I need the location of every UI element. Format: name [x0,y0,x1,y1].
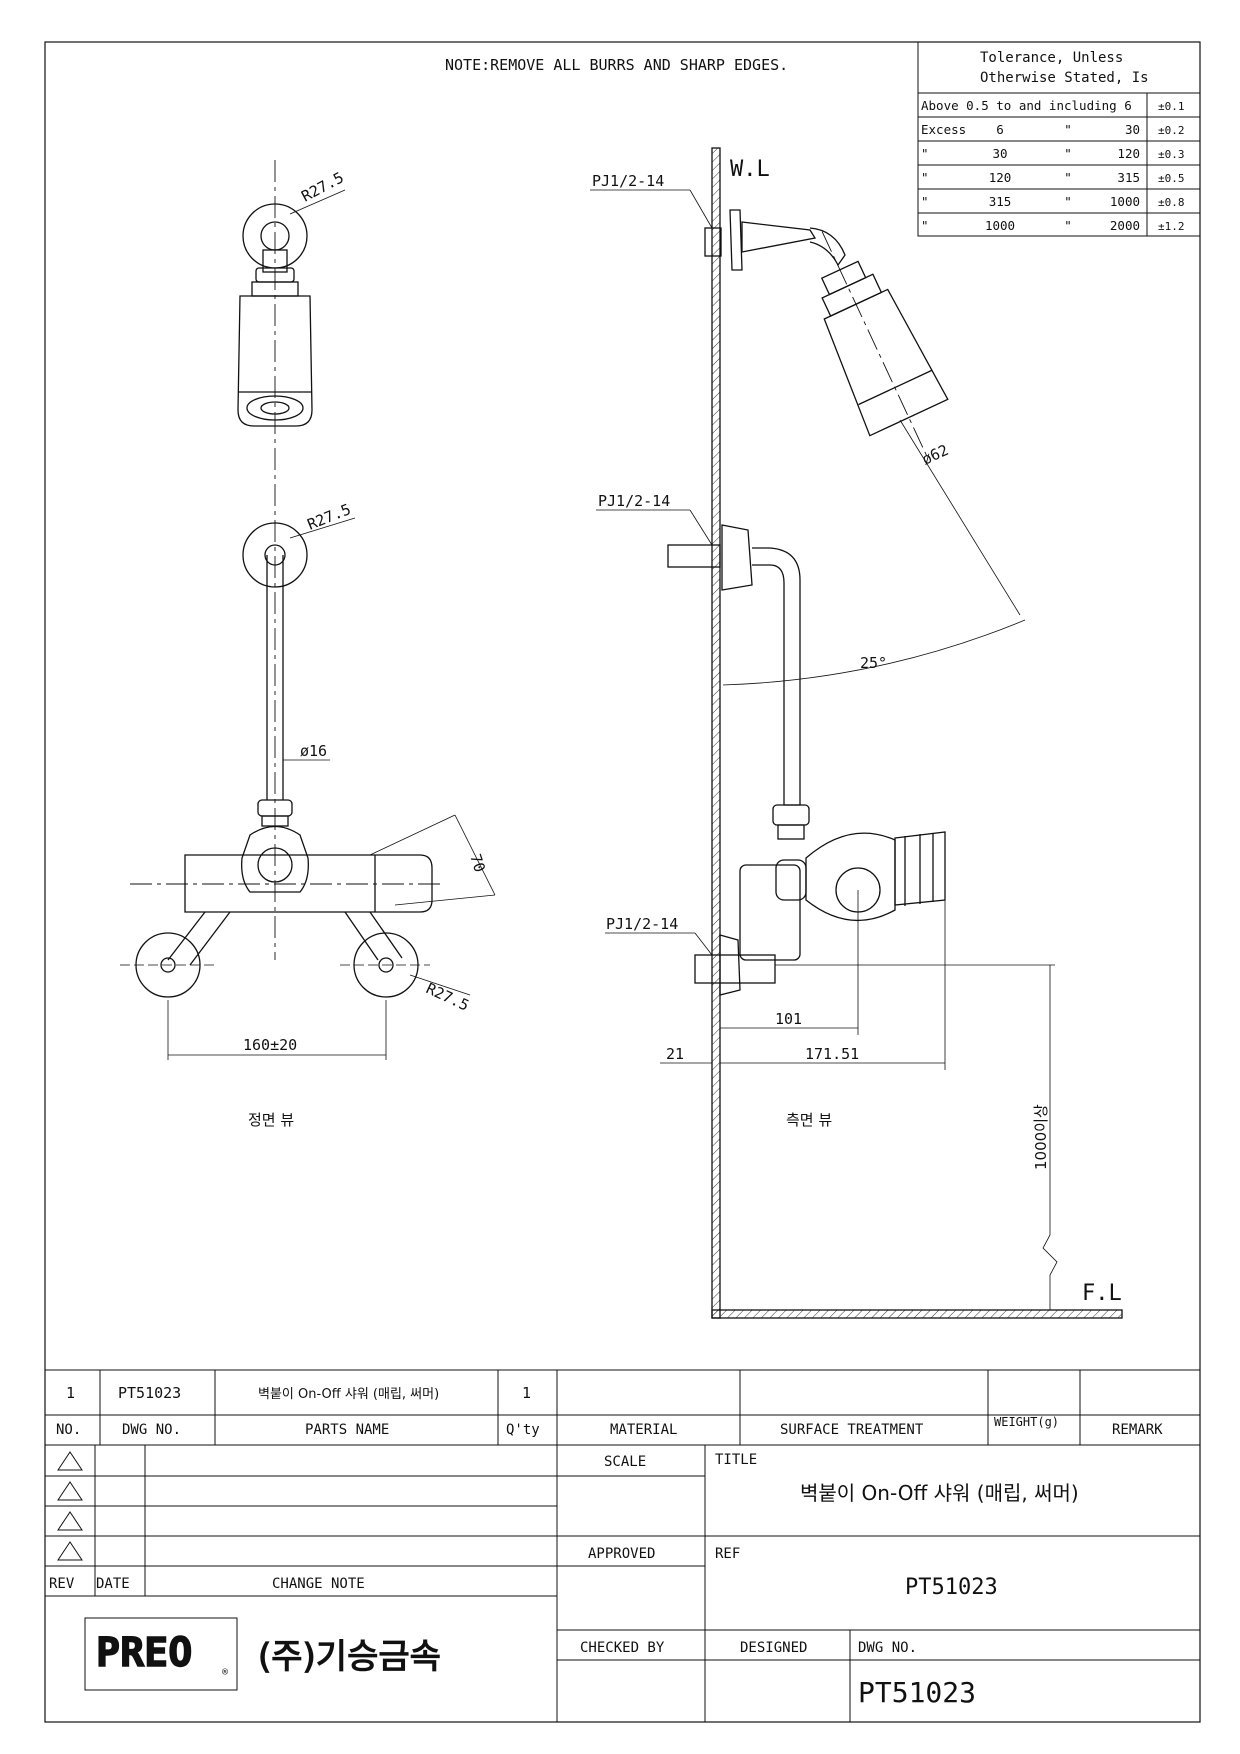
tolerance-cell-c2: 1000 [985,218,1015,233]
tolerance-cell-c1: " [921,170,929,185]
front-r-bottom: R27.5 [423,979,472,1014]
note-text: NOTE:REMOVE ALL BURRS AND SHARP EDGES. [445,56,788,74]
scale-label: SCALE [604,1454,646,1470]
tolerance-cell-c2: 120 [989,170,1012,185]
tolerance-cell-c4: 315 [1117,170,1140,185]
front-view-label: 정면 뷰 [248,1111,294,1129]
tolerance-row-first: Above 0.5 to and including 6 [921,98,1132,113]
hdr-weight: WEIGHT(g) [994,1415,1059,1429]
hdr-surface: SURFACE TREATMENT [780,1422,924,1438]
front-view [120,160,496,1060]
side-angle: 25° [860,654,887,672]
title-label: TITLE [715,1452,757,1468]
dwgno-value: PT51023 [858,1676,976,1709]
tolerance-cell-c1: " [921,218,929,233]
tolerance-header-1: Tolerance, Unless [980,50,1123,66]
front-pipe-dia: ø16 [300,742,327,760]
tolerance-cell-tol: ±0.5 [1158,172,1185,185]
revision-triangles [57,1451,83,1561]
designed-label: DESIGNED [740,1640,807,1656]
tolerance-cell-c2: 315 [989,194,1012,209]
checked-label: CHECKED BY [580,1640,665,1656]
change-note-label: CHANGE NOTE [272,1576,365,1592]
approved-label: APPROVED [588,1546,655,1562]
ref-label: REF [715,1546,740,1562]
side-wall-line: W.L [730,157,770,182]
front-spacing: 160±20 [243,1036,297,1054]
tolerance-cell-c3: " [1064,194,1072,209]
side-view [590,147,1123,1319]
tolerance-cell-c4: 2000 [1110,218,1140,233]
hdr-remark: REMARK [1112,1422,1163,1438]
tolerance-cell-tol: ±0.2 [1158,124,1185,137]
tolerance-cell-c3: " [1064,146,1072,161]
tolerance-cell-c1: Excess [921,122,966,137]
registered-mark: ® [222,1667,229,1678]
tolerance-cell-c3: " [1064,170,1072,185]
rev-label: REV [49,1576,75,1592]
parts-qty: 1 [522,1384,531,1402]
tolerance-cell-c2: 30 [992,146,1007,161]
hdr-dwg-no: DWG NO. [122,1422,181,1438]
date-label: DATE [96,1576,130,1592]
tolerance-cell-c4: 120 [1117,146,1140,161]
parts-no: 1 [66,1384,75,1402]
tolerance-cell-c4: 1000 [1110,194,1140,209]
tolerance-cell-c3: " [1064,122,1072,137]
tolerance-cell-tol: ±1.2 [1158,220,1185,233]
side-dim-21: 21 [666,1045,684,1063]
company-name: (주)기승금속 [258,1637,441,1677]
side-thread-mid: PJ1/2-14 [598,492,670,510]
parts-name: 벽붙이 On-Off 샤워 (매립, 써머) [258,1387,439,1402]
title-block-grid [45,1369,1200,1722]
front-valve-depth: 70 [466,852,489,875]
hdr-parts-name: PARTS NAME [305,1422,389,1438]
side-thread-top: PJ1/2-14 [592,172,664,190]
side-dim-171: 171.51 [805,1045,859,1063]
side-view-label: 측면 뷰 [786,1111,832,1129]
side-dim-101: 101 [775,1010,802,1028]
tolerance-header-2: Otherwise Stated, Is [980,70,1149,86]
tolerance-cell-c2: 6 [996,122,1004,137]
parts-dwg-no: PT51023 [118,1384,181,1402]
hdr-material: MATERIAL [610,1422,677,1438]
tolerance-cell-c4: 30 [1125,122,1140,137]
side-height: 1000이상 [1032,1104,1050,1170]
hdr-qty: Q'ty [506,1422,540,1438]
side-floor-line: F.L [1082,1281,1122,1306]
sheet-border [44,41,1201,1723]
side-head-dia: ø62 [919,441,951,469]
front-r-mid: R27.5 [305,500,354,534]
tolerance-cell-c1: " [921,146,929,161]
company-logo: PREO ® [84,1617,238,1691]
ref-value: PT51023 [905,1575,998,1600]
tolerance-cell-c1: " [921,194,929,209]
hdr-no: NO. [56,1422,81,1438]
title-value: 벽붙이 On-Off 샤워 (매립, 써머) [800,1481,1079,1505]
side-thread-bottom: PJ1/2-14 [606,915,678,933]
tolerance-cell-tol: ±0.3 [1158,148,1185,161]
logo-text: PREO [96,1630,192,1676]
tolerance-cell-c3: " [1064,218,1072,233]
tolerance-cell-tol: ±0.8 [1158,196,1185,209]
tolerance-table: Tolerance, Unless Otherwise Stated, Is A… [917,41,1201,237]
tolerance-row-first-tol: ±0.1 [1158,100,1185,113]
dwgno-label: DWG NO. [858,1640,917,1656]
